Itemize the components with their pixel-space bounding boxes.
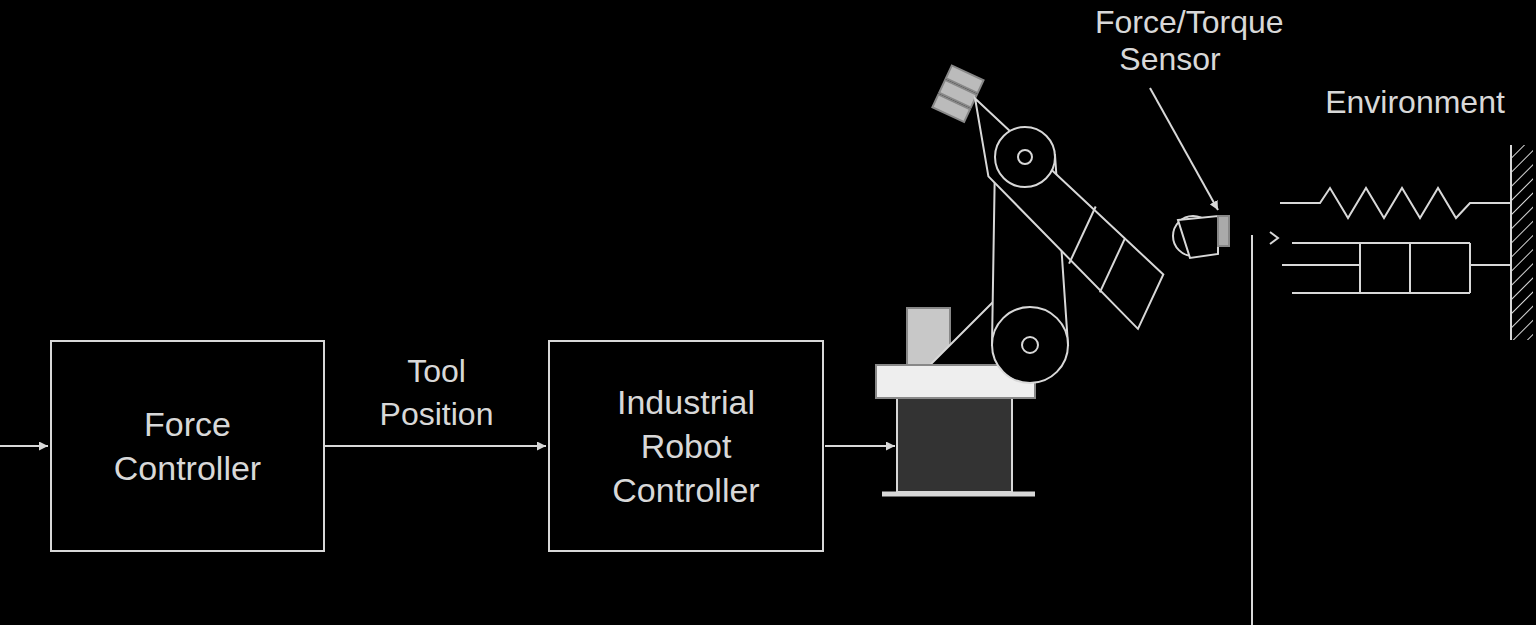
leader-line xyxy=(1150,88,1218,210)
signal-arrow xyxy=(325,445,546,447)
contact-line xyxy=(1251,235,1253,625)
callout-label: Force/Torque Sensor xyxy=(1095,4,1245,78)
box-label: Force Controller xyxy=(88,402,288,490)
edge-label: Tool Position xyxy=(347,350,527,436)
contact-mark xyxy=(1270,232,1278,244)
command-arrow xyxy=(825,445,895,447)
box-label: Industrial Robot Controller xyxy=(586,380,786,513)
callout-label: Environment xyxy=(1300,84,1530,121)
process-box: Industrial Robot Controller xyxy=(548,340,824,552)
process-box: Force Controller xyxy=(50,340,325,552)
input-arrow xyxy=(0,445,48,447)
environment-model xyxy=(1280,145,1533,340)
robot-illustration xyxy=(876,65,1229,494)
